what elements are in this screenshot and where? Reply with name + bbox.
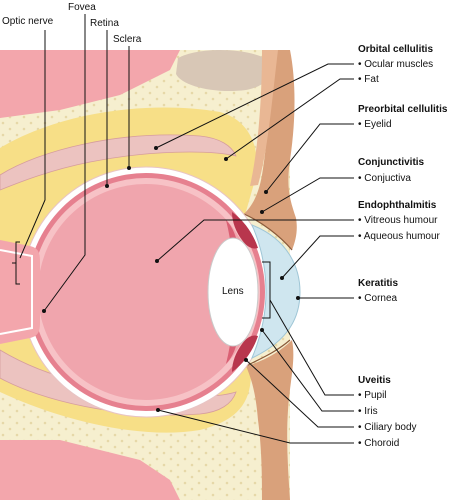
dot-aqueous	[280, 276, 284, 280]
label-optic-nerve: Optic nerve	[2, 16, 54, 27]
item-fat: • Fat	[358, 74, 379, 85]
leader-fovea	[43, 14, 86, 312]
dot-ocular-muscles	[154, 146, 158, 150]
label-retina: Retina	[90, 18, 119, 29]
item-ocular-muscles: • Ocular muscles	[358, 59, 433, 70]
dot-iris	[260, 328, 264, 332]
dot-fovea	[42, 309, 46, 313]
item-cornea: • Cornea	[358, 293, 398, 304]
iris-lower	[232, 335, 258, 372]
leader-vitreous	[156, 219, 354, 262]
title-keratitis: Keratitis	[358, 278, 398, 289]
item-choroid: • Choroid	[358, 438, 399, 449]
sinus-cavity	[176, 49, 272, 92]
condition-orbital-cellulitis: Orbital cellulitis • Ocular muscles • Fa…	[358, 44, 433, 85]
eyelash-upper	[243, 213, 293, 251]
dot-eyelid	[264, 190, 268, 194]
item-ciliary-body: • Ciliary body	[358, 422, 417, 433]
dot-retina	[105, 184, 109, 188]
lens-bracket	[262, 261, 271, 319]
item-conjuctiva: • Conjuctiva	[358, 173, 411, 184]
title-conjunctivitis: Conjunctivitis	[358, 157, 425, 168]
dot-cornea	[296, 296, 300, 300]
dot-sclera	[127, 166, 131, 170]
cornea	[251, 224, 301, 360]
leader-iris	[261, 329, 354, 412]
leader-ocular-muscles	[155, 63, 354, 149]
title-uveitis: Uveitis	[358, 375, 391, 386]
title-preorbital-cellulitis: Preorbital cellulitis	[358, 104, 448, 115]
label-sclera: Sclera	[113, 34, 142, 45]
iris-upper	[232, 212, 258, 249]
superior-muscle	[0, 134, 237, 191]
skin-strip-upper	[250, 50, 278, 186]
leader-pupil	[269, 299, 354, 396]
leader-optic-nerve	[19, 30, 46, 259]
leader-aqueous	[281, 235, 354, 279]
optic-nerve-bracket	[12, 241, 20, 285]
item-iris: • Iris	[358, 406, 378, 417]
condition-preorbital-cellulitis: Preorbital cellulitis • Eyelid	[358, 104, 448, 130]
leader-ciliary-body	[245, 359, 354, 428]
leader-choroid	[157, 409, 354, 444]
lens-label: Lens	[222, 286, 244, 297]
dot-vitreous	[155, 259, 159, 263]
condition-conjunctivitis: Conjunctivitis • Conjuctiva	[358, 157, 425, 184]
dot-conjuctiva	[260, 210, 264, 214]
upper-eyelid	[244, 50, 297, 250]
leader-conjuctiva	[261, 177, 354, 213]
item-eyelid: • Eyelid	[358, 119, 392, 130]
condition-keratitis: Keratitis • Cornea	[358, 278, 398, 304]
dot-choroid	[156, 408, 160, 412]
lens	[207, 237, 259, 347]
condition-endophthalmitis: Endophthalmitis • Vitreous humour • Aque…	[358, 200, 441, 242]
item-pupil: • Pupil	[358, 390, 387, 401]
item-vitreous-humour: • Vitreous humour	[358, 215, 438, 226]
leader-eyelid	[265, 123, 354, 193]
optic-nerve	[0, 240, 40, 344]
title-orbital-cellulitis: Orbital cellulitis	[358, 44, 433, 55]
item-aqueous-humour: • Aqueous humour	[358, 231, 441, 242]
dot-fat	[224, 157, 228, 161]
condition-uveitis: Uveitis • Pupil • Iris • Ciliary body • …	[358, 375, 417, 449]
dot-ciliary-body	[244, 358, 248, 362]
label-fovea: Fovea	[68, 2, 96, 13]
lower-tissue	[0, 440, 180, 500]
title-endophthalmitis: Endophthalmitis	[358, 200, 437, 211]
lower-eyelid	[246, 340, 294, 500]
vitreous-humour	[38, 184, 254, 400]
leader-fat	[225, 78, 354, 160]
